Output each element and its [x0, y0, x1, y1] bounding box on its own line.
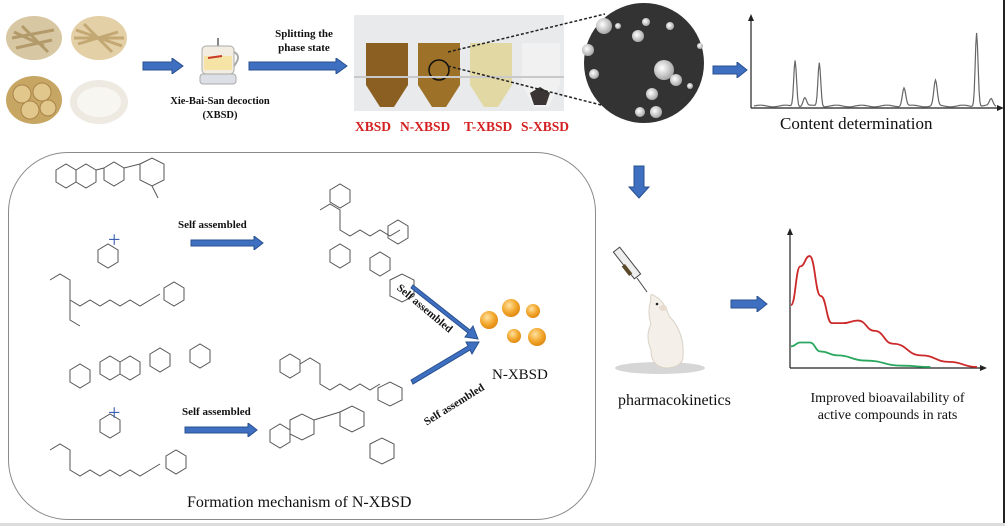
arrow-to-content-icon	[712, 62, 748, 78]
content-determination-label: Content determination	[780, 114, 933, 133]
herb-2	[71, 16, 127, 60]
chromatogram-trace	[753, 32, 997, 108]
self-assembled-label-2: Self assembled	[182, 406, 251, 418]
molecule-amine-2	[49, 413, 187, 477]
tubes-photo	[354, 15, 564, 111]
split-label-line2: phase state	[278, 42, 330, 54]
zoom-lines	[447, 13, 606, 107]
kettle-icon	[199, 38, 239, 85]
rat-body	[647, 294, 684, 369]
tube-label-n-xbsd: N-XBSD	[400, 119, 451, 134]
tube-n-xbsd	[418, 43, 460, 107]
molecule-amine-1	[49, 243, 185, 327]
bioavailability-label-line1: Improved bioavailability of	[810, 391, 965, 406]
rat-shadow	[615, 362, 705, 374]
tube-label-s-xbsd: S-XBSD	[521, 119, 570, 134]
tube-xbsd	[366, 43, 408, 107]
mechanism-panel	[8, 152, 596, 520]
decoction-abbr: (XBSD)	[202, 110, 238, 121]
herb-1	[6, 16, 62, 60]
bottom-border	[0, 523, 1005, 526]
herb-4	[70, 80, 128, 124]
pk-x-axis-arrowhead	[980, 365, 987, 371]
molecule-glycoside-2	[69, 343, 211, 389]
pk-curve-xbsd	[790, 341, 931, 368]
herb-3	[6, 76, 62, 124]
y-axis-arrowhead	[748, 14, 754, 21]
syringe-icon	[612, 246, 648, 293]
diagonal-arrow-down-icon	[410, 284, 479, 340]
nanoparticles-icon	[480, 299, 546, 346]
plus-sign-1: +	[108, 227, 121, 252]
x-axis-arrowhead	[997, 105, 1004, 111]
decoction-label: Xie-Bai-San decoction	[170, 96, 270, 107]
split-label-line1: Splitting the	[275, 28, 333, 40]
mechanism-title: Formation mechanism of N-XBSD	[187, 494, 412, 511]
down-arrow-icon	[628, 165, 650, 199]
diagonal-arrows	[410, 284, 480, 385]
herb-images	[6, 16, 128, 124]
self-assembled-arrow-2-icon	[184, 423, 258, 437]
tube-t-xbsd	[470, 43, 512, 107]
arrow-to-decoction-icon	[142, 58, 184, 74]
pharmacokinetics-label: pharmacokinetics	[618, 392, 731, 409]
pk-y-axis-arrowhead	[787, 228, 793, 235]
rat-with-syringe-icon	[612, 246, 705, 374]
diagonal-arrow-up-icon	[410, 341, 480, 385]
molecule-structures	[49, 157, 415, 477]
molecule-complex-1	[319, 183, 415, 303]
pk-curve-n-xbsd	[790, 255, 978, 368]
self-assembled-arrow-1-icon	[190, 236, 264, 250]
molecule-liquiritin	[55, 157, 165, 199]
n-xbsd-product-label: N-XBSD	[492, 367, 548, 383]
pk-chart	[787, 228, 987, 371]
tube-label-t-xbsd: T-XBSD	[464, 119, 513, 134]
right-border	[1003, 0, 1005, 526]
tem-image	[582, 3, 704, 123]
plus-sign-2: +	[108, 400, 121, 425]
bioavailability-label-line2: active compounds in rats	[817, 408, 958, 423]
tube-s-xbsd	[522, 43, 560, 107]
split-arrow-icon	[248, 58, 348, 74]
chromatogram-chart	[748, 14, 1004, 111]
tube-label-xbsd: XBSD	[355, 119, 392, 134]
molecule-complex-2	[269, 353, 403, 465]
arrow-to-pk-chart-icon	[730, 296, 768, 312]
self-assembled-label-1: Self assembled	[178, 219, 247, 231]
